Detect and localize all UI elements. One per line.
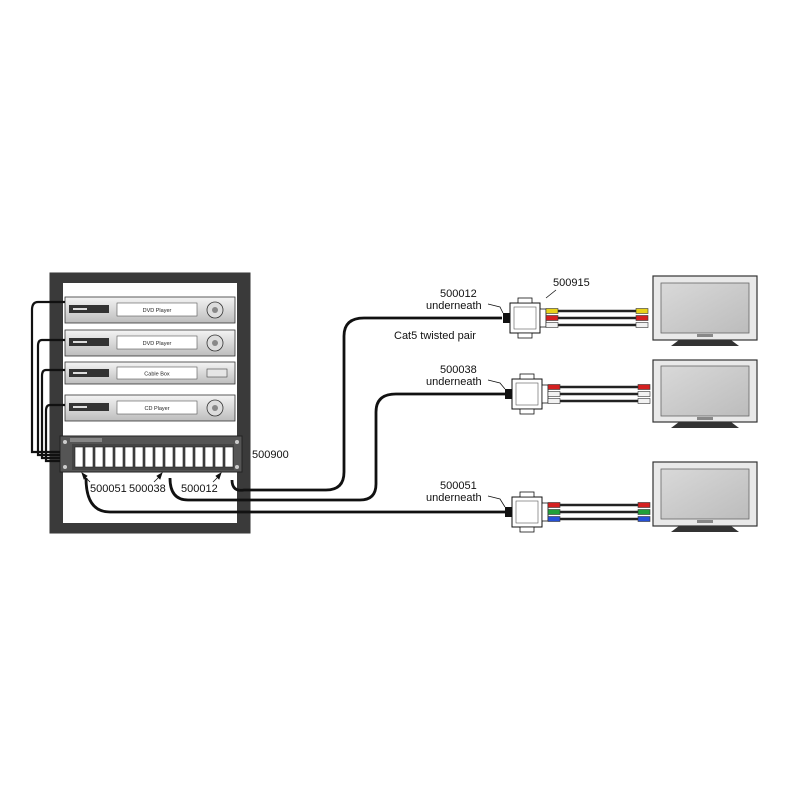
receiver-2-note: underneath bbox=[426, 376, 482, 388]
rca-plug-icon bbox=[547, 509, 561, 515]
receiver-1-part: 500012 bbox=[440, 288, 477, 300]
rca-plug-icon bbox=[545, 308, 559, 314]
hub-port bbox=[194, 446, 204, 468]
receiver-2-part: 500038 bbox=[440, 364, 477, 376]
hub-port bbox=[134, 446, 144, 468]
device-label: Cable Box bbox=[144, 372, 170, 378]
television-1 bbox=[652, 275, 758, 346]
port-label-1: 500051 bbox=[90, 483, 127, 495]
hub-port bbox=[154, 446, 164, 468]
hub-port bbox=[214, 446, 224, 468]
hub-ports bbox=[74, 446, 234, 468]
device-label: DVD Player bbox=[143, 308, 172, 314]
television-3 bbox=[652, 461, 758, 532]
rca-plug-icon bbox=[545, 315, 559, 321]
rca-plug-icon bbox=[637, 398, 651, 404]
rca-plug-icon bbox=[547, 391, 561, 397]
hub-port bbox=[204, 446, 214, 468]
receiver-2 bbox=[511, 373, 549, 415]
device-label: CD Player bbox=[144, 406, 169, 412]
hub-label: 500900 bbox=[252, 449, 289, 461]
rack-device-4: CD Player bbox=[64, 394, 236, 422]
cat5-cables bbox=[84, 316, 505, 514]
av-lead-groups bbox=[545, 308, 651, 522]
rack-device-1: DVD Player bbox=[64, 296, 236, 324]
receiver-1-note: underneath bbox=[426, 300, 482, 312]
rca-plug-icon bbox=[637, 391, 651, 397]
hub-port bbox=[144, 446, 154, 468]
port-label-2: 500038 bbox=[129, 483, 166, 495]
hub-port bbox=[224, 446, 234, 468]
hub-port bbox=[94, 446, 104, 468]
port-label-3: 500012 bbox=[181, 483, 218, 495]
receiver-1 bbox=[509, 297, 547, 339]
hub-port bbox=[164, 446, 174, 468]
port-pointer-arrows bbox=[81, 472, 222, 483]
hub-port bbox=[114, 446, 124, 468]
television-2 bbox=[652, 359, 758, 428]
rca-plug-icon bbox=[635, 315, 649, 321]
rca-plug-icon bbox=[547, 502, 561, 508]
disc-tray bbox=[69, 305, 109, 313]
rca-plug-icon bbox=[637, 384, 651, 390]
leader-lines bbox=[487, 289, 557, 508]
rca-plug-icon bbox=[637, 509, 651, 515]
cable-type-label: Cat5 twisted pair bbox=[394, 330, 476, 342]
rj45-plugs bbox=[503, 313, 512, 517]
device-label: DVD Player bbox=[143, 341, 172, 347]
rca-plug-icon bbox=[637, 502, 651, 508]
rack-internal-cables bbox=[30, 300, 65, 463]
rca-plug-icon bbox=[635, 308, 649, 314]
rca-plug-icon bbox=[635, 322, 649, 328]
receiver-3-part: 500051 bbox=[440, 480, 477, 492]
receiver-1-model: 500915 bbox=[553, 277, 590, 289]
hub-port bbox=[84, 446, 94, 468]
receiver-3 bbox=[511, 491, 549, 533]
hub-port bbox=[124, 446, 134, 468]
receiver-3-note: underneath bbox=[426, 492, 482, 504]
distribution-hub bbox=[59, 435, 243, 473]
hub-port bbox=[184, 446, 194, 468]
rack-device-2: DVD Player bbox=[64, 329, 236, 357]
rack-device-3: Cable Box bbox=[64, 361, 236, 385]
hub-port bbox=[174, 446, 184, 468]
rca-plug-icon bbox=[547, 398, 561, 404]
rca-plug-icon bbox=[637, 516, 651, 522]
rca-plug-icon bbox=[547, 516, 561, 522]
hub-port bbox=[74, 446, 84, 468]
hub-port bbox=[104, 446, 114, 468]
rca-plug-icon bbox=[547, 384, 561, 390]
rca-plug-icon bbox=[545, 322, 559, 328]
device-display bbox=[116, 302, 198, 317]
